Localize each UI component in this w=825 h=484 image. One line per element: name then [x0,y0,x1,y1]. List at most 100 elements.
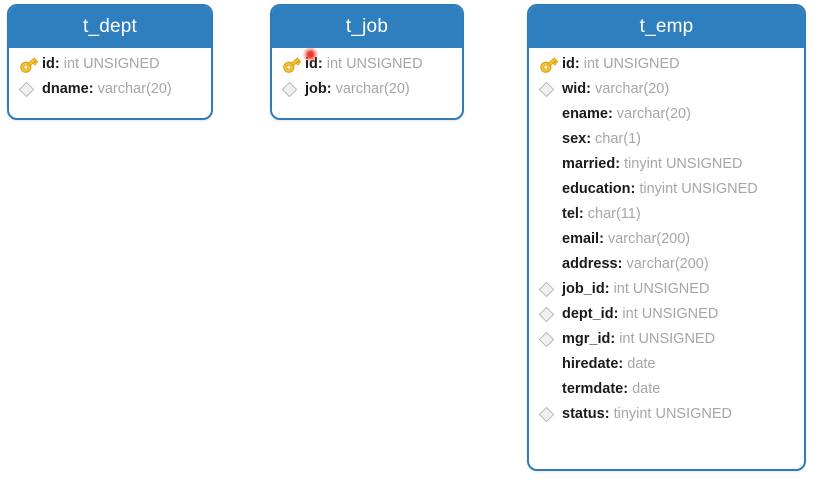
column-text: sex:char(1) [562,132,641,147]
column-row[interactable]: job_id:int UNSIGNED [529,277,804,302]
column-separator: : [599,231,604,248]
column-name: dept_id [562,306,614,323]
column-separator: : [613,306,619,323]
column-row[interactable]: job:varchar(20) [272,77,462,102]
column-text: id:int UNSIGNED [305,57,423,72]
column-row[interactable]: id:int UNSIGNED [272,52,462,77]
column-separator: : [586,81,592,98]
entity-column-list: id:int UNSIGNED job:varchar(20) [272,48,462,109]
column-text: id:int UNSIGNED [562,57,680,72]
column-row[interactable]: status:tinyint UNSIGNED [529,402,804,427]
column-icon-placeholder [538,355,562,375]
column-text: tel:char(11) [562,207,641,222]
column-icon-placeholder [538,255,562,275]
entity-title[interactable]: t_job [272,6,462,48]
column-row[interactable]: id:int UNSIGNED [9,52,211,77]
diamond-icon [538,280,562,300]
column-row[interactable]: address:varchar(200) [529,252,804,277]
column-name: ename [562,106,608,123]
diamond-shape [538,331,555,347]
column-row[interactable]: married:tinyint UNSIGNED [529,152,804,177]
column-type: tinyint UNSIGNED [624,156,743,173]
column-type: int UNSIGNED [619,331,716,348]
entity-table-t_job[interactable]: t_job id:int UNSIGNED job:varchar(20) [270,4,464,120]
column-text: ename:varchar(20) [562,107,691,122]
column-type: char(1) [595,131,641,148]
column-text: wid:varchar(20) [562,82,669,97]
column-name: job_id [562,281,605,298]
column-row[interactable]: dept_id:int UNSIGNED [529,302,804,327]
column-separator: : [586,131,592,148]
column-icon-placeholder [538,380,562,400]
column-type: int UNSIGNED [63,56,160,73]
column-type: tinyint UNSIGNED [613,406,733,423]
column-separator: : [574,56,580,73]
column-separator: : [604,281,610,298]
column-row[interactable]: hiredate:date [529,352,804,377]
column-row[interactable]: ename:varchar(20) [529,102,804,127]
diamond-icon [538,80,562,100]
column-separator: : [618,356,624,373]
column-row[interactable]: wid:varchar(20) [529,77,804,102]
column-type: varchar(200) [626,256,709,273]
entity-title[interactable]: t_emp [529,6,804,48]
diamond-icon [538,405,562,425]
column-separator: : [615,156,621,173]
column-name: address [562,256,618,273]
column-icon-placeholder [538,130,562,150]
column-row[interactable]: education:tinyint UNSIGNED [529,177,804,202]
column-row[interactable]: termdate:date [529,377,804,402]
column-type: int UNSIGNED [613,281,710,298]
column-row[interactable]: mgr_id:int UNSIGNED [529,327,804,352]
column-type: int UNSIGNED [622,306,719,323]
column-row[interactable]: dname:varchar(20) [9,77,211,102]
column-name: dname [42,81,89,98]
column-type: varchar(20) [335,81,410,98]
entity-title[interactable]: t_dept [9,6,211,48]
column-name: sex [562,131,587,148]
column-name: married [562,156,616,173]
diamond-icon [538,330,562,350]
column-icon-placeholder [538,180,562,200]
column-type: tinyint UNSIGNED [639,181,758,198]
diamond-shape [281,81,298,97]
column-name: tel [562,206,579,223]
column-text: dname:varchar(20) [42,82,172,97]
column-separator: : [54,56,60,73]
column-row[interactable]: id:int UNSIGNED [529,52,804,77]
column-icon-placeholder [538,105,562,125]
column-separator: : [326,81,332,98]
column-text: mgr_id:int UNSIGNED [562,332,715,347]
column-text: job:varchar(20) [305,82,410,97]
key-icon [281,55,305,75]
diamond-icon [538,305,562,325]
column-type: varchar(20) [97,81,172,98]
diamond-shape [538,81,555,97]
column-text: id:int UNSIGNED [42,57,160,72]
column-icon-placeholder [538,205,562,225]
diamond-shape [538,281,555,297]
column-type: date [632,381,661,398]
column-row[interactable]: sex:char(1) [529,127,804,152]
column-name: id [562,56,575,73]
key-icon [18,55,42,75]
column-name: education [562,181,631,198]
column-type: varchar(200) [607,231,691,248]
column-type: varchar(20) [595,81,670,98]
column-row[interactable]: tel:char(11) [529,202,804,227]
column-separator: : [630,181,636,198]
column-name: email [562,231,600,248]
column-text: education:tinyint UNSIGNED [562,182,758,197]
column-name: mgr_id [562,331,611,348]
column-type: char(11) [587,206,641,223]
column-icon-placeholder [538,155,562,175]
column-text: hiredate:date [562,357,656,372]
column-text: email:varchar(200) [562,232,690,247]
column-separator: : [623,381,629,398]
column-row[interactable]: email:varchar(200) [529,227,804,252]
